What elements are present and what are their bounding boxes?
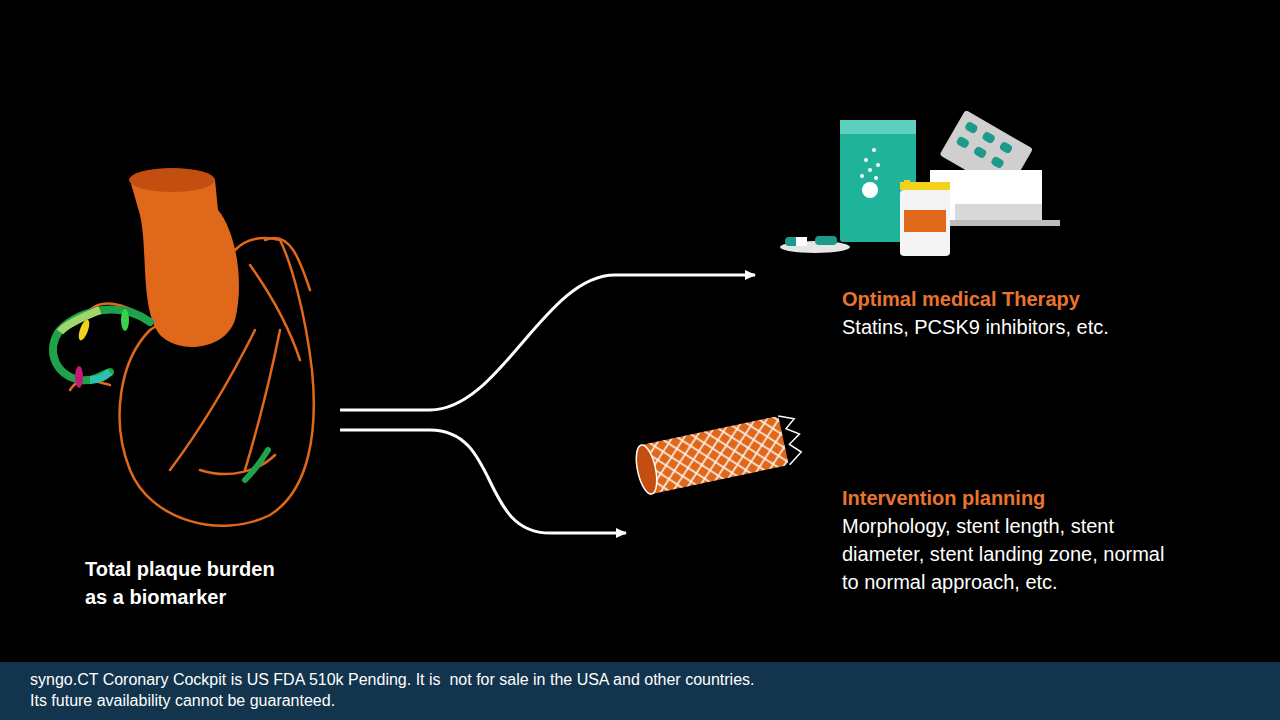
node-heading: Total plaque burden as a biomarker <box>85 555 297 611</box>
medication-illustration-part-part <box>973 146 988 160</box>
aorta-opening <box>129 168 215 192</box>
medication-illustration-part <box>860 174 864 178</box>
medication-illustration-part <box>868 168 872 172</box>
therapy-node: Optimal medical TherapyStatins, PCSK9 in… <box>757 110 1177 351</box>
marker-ring <box>121 309 129 331</box>
medication-illustration-part <box>862 182 878 198</box>
heart-illustration-part <box>250 265 300 360</box>
coronary-segment <box>245 450 268 480</box>
stent-illustration-part <box>641 416 788 494</box>
medication-illustration-part <box>950 220 1060 226</box>
medication-illustration-part <box>815 236 837 245</box>
medication-illustration-part <box>872 148 876 152</box>
marker-ring <box>75 366 83 388</box>
medication-illustration-part <box>876 163 880 167</box>
medication-illustration-part <box>785 237 807 246</box>
footer-bar <box>0 662 1280 720</box>
flow-arrow <box>340 430 626 533</box>
stent-illustration-part <box>778 412 805 464</box>
coronary-segment <box>53 310 150 381</box>
heart-illustration-part <box>245 330 280 470</box>
flow-arrow <box>340 275 755 410</box>
medication-illustration-part-part <box>990 156 1005 170</box>
node-heading: Intervention planning <box>842 484 1182 512</box>
node-heading: Optimal medical Therapy <box>842 285 1172 313</box>
footer-note: Its future availability cannot be guaran… <box>30 691 335 711</box>
node-body: Morphology, stent length, stent diameter… <box>842 512 1172 596</box>
medication-illustration-part <box>904 210 946 232</box>
heart-illustration-part <box>170 330 255 470</box>
medication-illustration-part <box>900 182 950 190</box>
heart-illustration-part <box>265 238 310 290</box>
medication-illustration-part-part <box>999 141 1014 155</box>
stent-illustration <box>633 412 806 495</box>
medication-illustration <box>780 110 1060 256</box>
medication-illustration-part <box>840 120 916 134</box>
medication-illustration-part <box>955 204 1042 222</box>
intervention-node: Intervention planningMorphology, stent l… <box>628 410 1188 606</box>
medication-illustration-part-part <box>981 131 996 145</box>
medication-illustration-part <box>900 190 950 256</box>
stent-illustration-part <box>641 416 788 494</box>
marker-ring <box>76 318 91 341</box>
medication-illustration-part <box>796 237 807 246</box>
coronary-plaque <box>60 310 100 332</box>
node-body: Statins, PCSK9 inhibitors, etc. <box>842 313 1172 341</box>
medication-illustration-part <box>874 176 878 180</box>
stent-illustration-part <box>633 443 661 496</box>
medication-illustration-part <box>864 158 868 162</box>
coronary-plaque <box>90 372 110 380</box>
heart-node: Total plaque burden as a biomarker <box>40 160 340 621</box>
medication-illustration-part-part <box>955 136 970 150</box>
medication-illustration-part-part <box>964 121 979 135</box>
footer-note: syngo.CT Coronary Cockpit is US FDA 510k… <box>30 670 755 690</box>
